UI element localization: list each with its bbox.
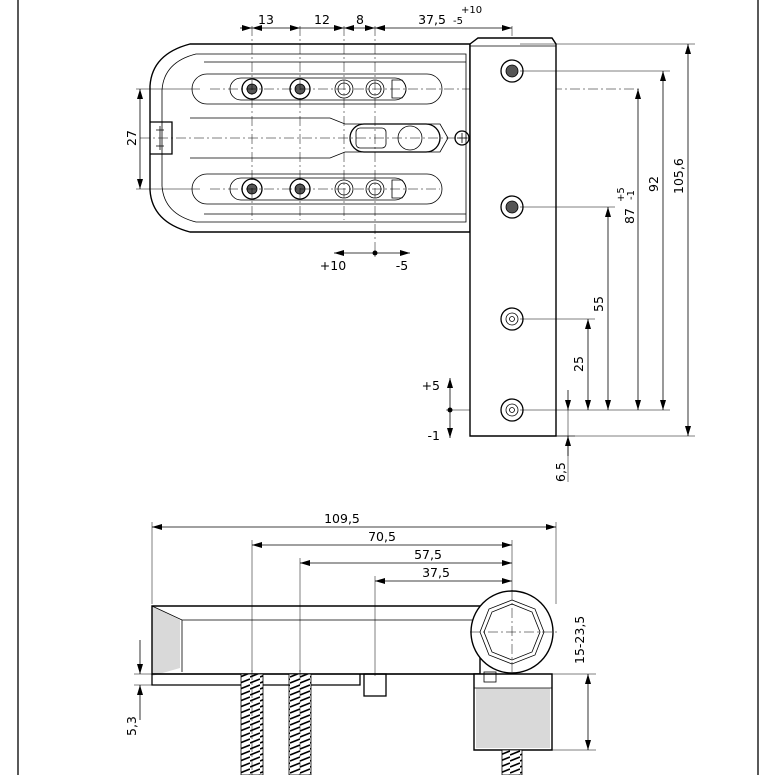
dim-5-3: 5,3 <box>124 716 139 736</box>
horizontal-adjustment: +10 -5 <box>320 250 410 273</box>
side-plate <box>151 605 481 686</box>
v-plus-5: +5 <box>422 378 440 393</box>
dim-13: 13 <box>258 12 274 27</box>
dim-105-6: 105,6 <box>671 158 686 194</box>
dim-25: 25 <box>571 356 586 372</box>
adj-minus-5: -5 <box>396 258 408 273</box>
v-minus-1: -1 <box>428 428 440 443</box>
adjustment-pin <box>363 673 387 697</box>
top-horizontal-dims: 13 12 8 37,5 +10 -5 <box>240 5 512 31</box>
dim-8: 8 <box>356 12 364 27</box>
hinge-knuckle <box>470 590 560 751</box>
vertical-adjustment: +5 -1 <box>422 378 470 443</box>
dim-70-5: 70,5 <box>368 529 396 544</box>
drawing-frame <box>17 0 759 775</box>
dim-27: 27 <box>124 130 139 146</box>
side-screws <box>240 670 523 775</box>
tol-87-minus-1: -1 <box>626 190 637 200</box>
right-vertical-dims: 105,6 92 87 +5 -1 55 25 6,5 <box>553 44 691 482</box>
frame-leaf <box>469 37 557 437</box>
dim-57-5: 57,5 <box>414 547 442 562</box>
dim-5-3-group: 5,3 <box>124 640 152 736</box>
dim-37-5-top: 37,5 <box>418 12 446 27</box>
tol-minus-5-top: -5 <box>453 16 463 27</box>
dim-12: 12 <box>314 12 330 27</box>
tol-87-plus-5: +5 <box>616 187 627 202</box>
dim-92: 92 <box>646 176 661 192</box>
dim-6-5: 6,5 <box>553 462 568 482</box>
dim-27-group: 27 <box>124 88 200 190</box>
tol-plus-10-top: +10 <box>461 5 482 16</box>
side-view: 109,5 70,5 57,5 37,5 <box>124 511 596 775</box>
dim-55: 55 <box>591 296 606 312</box>
dim-37-5-side: 37,5 <box>422 565 450 580</box>
dim-87: 87 <box>622 208 637 224</box>
top-view: 13 12 8 37,5 +10 -5 27 +10 -5 <box>124 5 695 482</box>
dim-109-5: 109,5 <box>324 511 360 526</box>
adj-plus-10: +10 <box>320 258 346 273</box>
dim-15-23-5: 15-23,5 <box>572 616 587 664</box>
side-horizontal-dims: 109,5 70,5 57,5 37,5 <box>151 511 557 676</box>
dim-15-23-group: 15-23,5 <box>540 616 596 751</box>
